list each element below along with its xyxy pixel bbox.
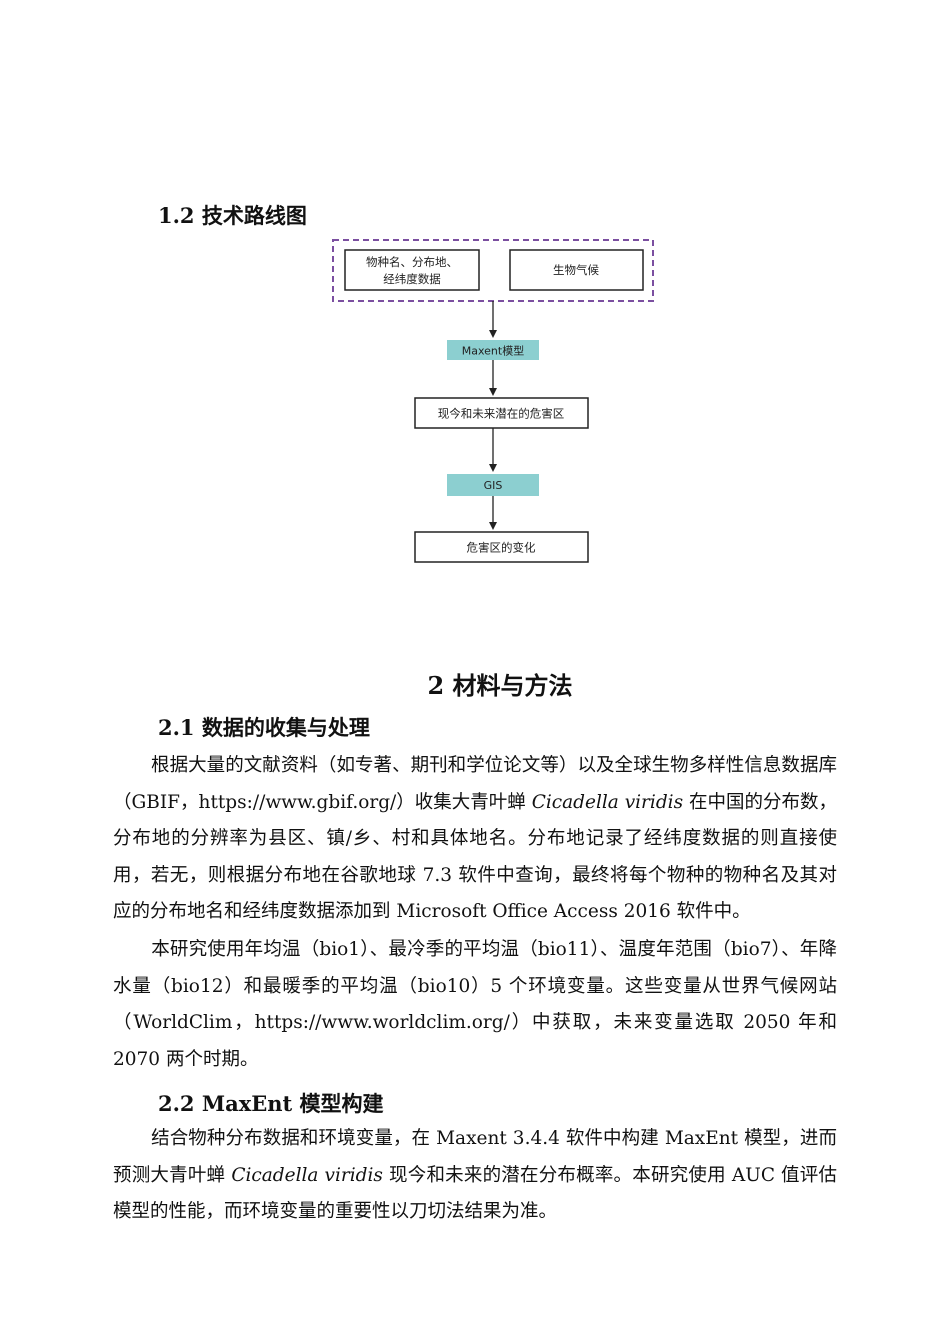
paragraph-maxent-model: 结合物种分布数据和环境变量，在 Maxent 3.4.4 软件中构建 MaxEn… — [113, 1121, 837, 1231]
gis-label: GIS — [484, 479, 503, 492]
maxent-model-label-box — [447, 340, 539, 360]
paragraph-maxent-model-text-a: 结合物种分布数据和环境变量，在 Maxent 3.4.4 软件中构建 MaxEn… — [113, 1128, 837, 1186]
paragraph-environment-variables: 本研究使用年均温（bio1）、最冷季的平均温（bio11）、温度年范围（bio7… — [113, 932, 837, 1078]
bioclimate-box — [509, 249, 644, 291]
paragraph-data-collection: 根据大量的文献资料（如专著、期刊和学位论文等）以及全球生物多样性信息数据库（GB… — [113, 748, 837, 931]
gis-label-box — [447, 474, 539, 496]
species-data-box — [344, 249, 480, 291]
section-heading-2-2: 2.2 MaxEnt 模型构建 — [158, 1091, 384, 1116]
species-data-box-line1: 物种名、分布地、 — [366, 255, 458, 269]
current-future-risk-area-box — [414, 397, 589, 429]
paragraph-data-collection-text-b: 在中国的分布数，分布地的分辨率为县区、镇/乡、村和具体地名。分布地记录了经纬度数… — [113, 791, 837, 923]
arrow-head-1 — [489, 330, 497, 338]
species-name: Cicadella viridis — [531, 791, 684, 813]
section-heading-2-1: 2.1 数据的收集与处理 — [158, 715, 370, 740]
paragraph-data-collection-text-a: 根据大量的文献资料（如专著、期刊和学位论文等）以及全球生物多样性信息数据库（GB… — [113, 755, 837, 813]
species-data-box-line2: 经纬度数据 — [383, 272, 441, 286]
species-name: Cicadella viridis — [231, 1164, 383, 1186]
current-future-risk-area-label: 现今和未来潜在的危害区 — [438, 407, 565, 421]
arrow-head-4 — [489, 522, 497, 530]
paragraph-environment-variables-text: 本研究使用年均温（bio1）、最冷季的平均温（bio11）、温度年范围（bio7… — [113, 939, 837, 1070]
risk-area-change-box — [414, 531, 589, 563]
arrow-head-2 — [489, 388, 497, 396]
arrow-head-3 — [489, 464, 497, 472]
section-heading-2: 2 材料与方法 — [427, 671, 573, 700]
section-heading-1-2: 1.2 技术路线图 — [158, 203, 307, 228]
technical-roadmap-flowchart: 物种名、分布地、 经纬度数据 生物气候 Maxent模型 现今和未来潜在的危害区… — [332, 239, 654, 563]
maxent-model-label: Maxent模型 — [462, 344, 524, 358]
paragraph-maxent-model-text-b: 现今和未来的潜在分布概率。本研究使用 AUC 值评估模型的性能，而环境变量的重要… — [113, 1164, 837, 1223]
bioclimate-box-label: 生物气候 — [553, 263, 599, 277]
risk-area-change-label: 危害区的变化 — [467, 541, 536, 555]
